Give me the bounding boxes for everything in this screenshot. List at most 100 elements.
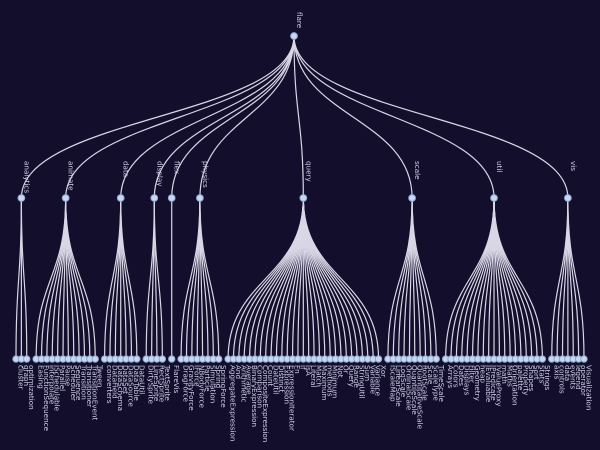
link-data-DataSchema (114, 197, 122, 360)
leaf-label: DragForce (182, 365, 191, 402)
link-query-Minimum (302, 197, 331, 360)
leaf-label: Sum (363, 365, 372, 381)
link-flare-util (293, 35, 495, 199)
leaf-label: Displays (462, 365, 471, 395)
link-flare-query (293, 35, 304, 199)
leaf-label: Sequence (74, 365, 83, 401)
leaf-label: Count (266, 365, 275, 387)
leaf-Strings[interactable] (538, 355, 547, 363)
link-util-Property (493, 197, 522, 360)
node-analytics[interactable] (17, 194, 26, 202)
tree-links (15, 35, 585, 360)
leaf-label: Colors (452, 365, 461, 388)
leaf-label: Parallel (58, 365, 67, 391)
link-flare-scale (293, 35, 413, 199)
leaf-label: StringUtil (358, 365, 367, 399)
link-util-IPredicate (488, 197, 495, 360)
leaf-Xor[interactable] (374, 355, 383, 363)
leaf-label: methods (325, 365, 334, 397)
leaf-label: TextSprite (163, 364, 172, 401)
link-flare-flex (171, 35, 295, 199)
leaf-label: Particle (203, 365, 212, 392)
link-util-Strings (493, 197, 543, 360)
leaf-label: Scheduler (69, 365, 78, 401)
leaf-label: Query (347, 365, 356, 388)
leaf-label: Transitioner (85, 364, 94, 407)
node-animate-label: animate (67, 161, 76, 191)
leaf-label: ISchedulable (53, 365, 62, 412)
leaf-label: IPredicate (489, 365, 498, 401)
link-query-Average (243, 197, 304, 360)
leaf-label: DataSource (127, 365, 136, 407)
leaf-label: Fn (293, 365, 302, 374)
leaf-label: Maths (505, 365, 514, 387)
leaf-label: Pause (63, 365, 72, 387)
leaf-label: data (563, 365, 572, 381)
link-flare-physics (199, 35, 295, 199)
leaf-TimeScale[interactable] (432, 355, 440, 363)
leaf-TextSprite[interactable] (158, 355, 167, 363)
leaf-label: TransitionEvent (90, 364, 99, 421)
leaf-label: Filter (468, 365, 477, 383)
leaf-label: Transition (80, 364, 89, 400)
leaf-label: Sort (532, 365, 541, 380)
leaf-label: events (568, 365, 577, 389)
node-animate[interactable] (61, 194, 70, 202)
node-query[interactable] (299, 194, 308, 202)
link-vis-data (561, 197, 569, 360)
leaf-label: Arithmetic (239, 365, 248, 402)
leaf-label: Or (341, 365, 350, 374)
leaf-label: Range (352, 365, 361, 388)
leaf-label: Minimum (331, 365, 340, 398)
leaf-label: DataSchema (116, 365, 125, 411)
link-query-Distinct (275, 197, 304, 360)
leaf-label: Orientation (511, 365, 520, 406)
node-util-label: util (495, 161, 504, 172)
link-physics-SpringForce (199, 197, 220, 360)
leaf-label: IsA (304, 365, 313, 376)
leaf-label: Literal (309, 365, 318, 388)
leaf-label: CompositeExpression (261, 365, 270, 442)
node-root[interactable] (290, 32, 298, 40)
node-scale[interactable] (408, 194, 417, 202)
tree-nodes (12, 32, 588, 363)
leaf-label: DateUtil (272, 365, 281, 394)
link-data-DataUtil (120, 197, 138, 360)
leaf-FlareVis[interactable] (168, 355, 176, 363)
leaf-label: Comparison (255, 365, 264, 408)
leaf-DataUtil[interactable] (133, 355, 141, 363)
node-flex[interactable] (167, 194, 176, 202)
node-util[interactable] (490, 194, 498, 202)
leaf-label: If (298, 365, 307, 370)
leaf-label: operator (579, 365, 588, 396)
leaf-label: LineSprite (152, 365, 161, 402)
leaf-label: IEvaluable (484, 365, 493, 403)
leaf-Visualization[interactable] (580, 355, 588, 363)
leaf-optimization[interactable] (23, 355, 31, 363)
leaf-label: FlareVis (172, 365, 181, 394)
leaf-label: Match (315, 365, 324, 387)
leaf-label: Simulation (208, 365, 217, 403)
leaf-Tween[interactable] (91, 355, 99, 363)
leaf-label: Distinct (277, 365, 286, 393)
node-root-label: flare (295, 12, 304, 29)
leaf-label: math (500, 365, 509, 384)
leaf-label: Spring (214, 365, 223, 388)
leaf-label: heap (478, 365, 487, 383)
leaf-label: Not (336, 365, 345, 378)
node-physics-label: physics (201, 161, 210, 188)
leaf-SpringForce[interactable] (215, 355, 223, 363)
link-flare-analytics (20, 35, 295, 199)
node-display-label: display (155, 161, 164, 187)
node-vis[interactable] (563, 194, 572, 202)
leaf-label: palette (516, 365, 525, 391)
leaf-label: NBodyForce (198, 365, 207, 409)
link-query-Sum (302, 197, 364, 360)
node-data[interactable] (116, 194, 125, 202)
leaf-label: DataSet (121, 365, 130, 394)
leaf-label: DirtySprite (147, 365, 156, 404)
node-physics[interactable] (195, 194, 204, 202)
node-display[interactable] (150, 194, 159, 202)
node-flex-label: flex (173, 161, 182, 175)
link-scale-TimeScale (411, 197, 437, 360)
